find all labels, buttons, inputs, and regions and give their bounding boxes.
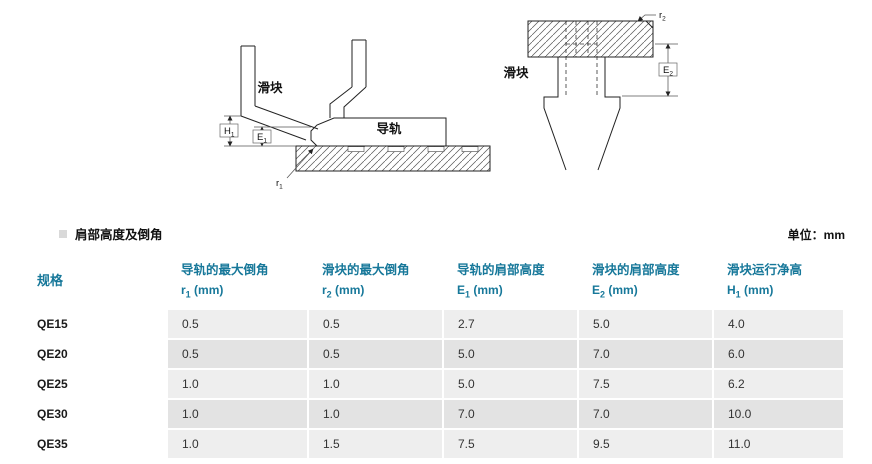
value-cell: 2.7 bbox=[442, 308, 579, 341]
right-diagram: r2 E2 滑块 bbox=[503, 10, 678, 171]
column-header-symbol: H1 (mm) bbox=[727, 283, 774, 300]
column-header: 导轨的最大倒角 r1 (mm) bbox=[167, 253, 308, 309]
value-cell: 1.0 bbox=[166, 398, 309, 431]
value-cell: 1.0 bbox=[166, 428, 309, 461]
r1-dimension: r1 bbox=[276, 148, 314, 191]
spec-cell: QE30 bbox=[27, 398, 168, 431]
h1-dimension: H1 bbox=[219, 115, 296, 147]
value-cell: 0.5 bbox=[166, 338, 309, 371]
column-header-symbol: r2 (mm) bbox=[322, 283, 365, 300]
left-slider-label: 滑块 bbox=[257, 80, 283, 95]
spec-cell: QE35 bbox=[27, 428, 168, 461]
rail-body bbox=[543, 57, 621, 171]
column-header-name: 滑块运行净高 bbox=[727, 263, 803, 277]
column-header-symbol: E2 (mm) bbox=[592, 283, 638, 300]
value-cell: 1.0 bbox=[307, 398, 444, 431]
column-header-name: 滑块的最大倒角 bbox=[322, 263, 410, 277]
e2-label-box bbox=[658, 62, 678, 77]
value-cell: 9.5 bbox=[577, 428, 714, 461]
h1-label: H1 bbox=[224, 126, 235, 139]
technical-diagrams: H1 E1 r1 滑块 导轨 bbox=[0, 0, 872, 220]
unit-label: 单位：mm bbox=[787, 228, 845, 242]
slider-chamfer bbox=[645, 20, 654, 29]
left-rail-label: 导轨 bbox=[376, 121, 402, 136]
base-notches bbox=[347, 146, 479, 152]
hidden-rail-edges bbox=[565, 21, 598, 98]
spec-cell: QE20 bbox=[27, 338, 168, 371]
e2-label: E2 bbox=[663, 65, 673, 78]
value-cell: 5.0 bbox=[442, 338, 579, 371]
value-cell: 10.0 bbox=[712, 398, 845, 431]
column-header-symbol: E1 (mm) bbox=[457, 283, 503, 300]
value-cell: 5.0 bbox=[442, 368, 579, 401]
column-header: 滑块的最大倒角 r2 (mm) bbox=[308, 253, 443, 309]
column-header: 滑块的肩部高度 E2 (mm) bbox=[578, 253, 713, 309]
value-cell: 7.0 bbox=[577, 398, 714, 431]
value-cell: 7.0 bbox=[577, 338, 714, 371]
diagrams-svg: H1 E1 r1 滑块 导轨 bbox=[219, 10, 678, 191]
column-header: 滑块运行净高 H1 (mm) bbox=[713, 253, 844, 309]
e2-dimension: E2 bbox=[622, 43, 678, 97]
e1-label-box bbox=[252, 129, 272, 144]
value-cell: 7.5 bbox=[577, 368, 714, 401]
value-cell: 6.0 bbox=[712, 338, 845, 371]
r2-label: r2 bbox=[659, 10, 666, 23]
e1-label: E1 bbox=[257, 132, 267, 145]
column-header-symbol: r1 (mm) bbox=[181, 283, 224, 300]
value-cell: 1.0 bbox=[307, 368, 444, 401]
spec-table: 规格 导轨的最大倒角 r1 (mm) 滑块的最大倒角 r2 (mm) 导轨的肩部高度 E1 … bbox=[27, 253, 845, 461]
column-header-spec: 规格 bbox=[37, 272, 64, 288]
table-header-row: 规格 导轨的最大倒角 r1 (mm) 滑块的最大倒角 r2 (mm) 导轨的肩部高度 E1 … bbox=[27, 253, 844, 309]
title-bullet-icon bbox=[59, 229, 67, 238]
column-header-name: 导轨的肩部高度 bbox=[457, 263, 545, 277]
value-cell: 0.5 bbox=[307, 308, 444, 341]
value-cell: 1.0 bbox=[166, 368, 309, 401]
column-header-name: 滑块的肩部高度 bbox=[592, 263, 680, 277]
slider-outline bbox=[240, 39, 367, 141]
right-slider-label: 滑块 bbox=[503, 65, 529, 80]
value-cell: 11.0 bbox=[712, 428, 845, 461]
value-cell: 0.5 bbox=[307, 338, 444, 371]
value-cell: 7.0 bbox=[442, 398, 579, 431]
spec-cell: QE25 bbox=[27, 368, 168, 401]
value-cell: 7.5 bbox=[442, 428, 579, 461]
value-cell: 4.0 bbox=[712, 308, 845, 341]
e1-dimension: E1 bbox=[252, 126, 311, 147]
spec-cell: QE15 bbox=[27, 308, 168, 341]
slider-cross-section bbox=[527, 20, 654, 58]
r2-dimension: r2 bbox=[637, 10, 666, 23]
table-title-group: 肩部高度及倒角 bbox=[59, 224, 163, 243]
value-cell: 6.2 bbox=[712, 368, 845, 401]
table-title-row: 肩部高度及倒角 单位：mm bbox=[27, 220, 845, 253]
r1-label: r1 bbox=[276, 178, 283, 191]
value-cell: 1.5 bbox=[307, 428, 444, 461]
value-cell: 0.5 bbox=[166, 308, 309, 341]
rail-outline bbox=[310, 117, 447, 147]
h1-label-box bbox=[219, 123, 239, 138]
column-header-name: 导轨的最大倒角 bbox=[181, 263, 269, 277]
left-diagram: H1 E1 r1 滑块 导轨 bbox=[219, 39, 491, 191]
value-cell: 5.0 bbox=[577, 308, 714, 341]
table-title: 肩部高度及倒角 bbox=[75, 228, 163, 242]
spec-table-section: 肩部高度及倒角 单位：mm 规格 导轨的最大倒角 r1 (mm) 滑块的最大倒角 r2 … bbox=[0, 220, 872, 461]
column-header: 导轨的肩部高度 E1 (mm) bbox=[443, 253, 578, 309]
